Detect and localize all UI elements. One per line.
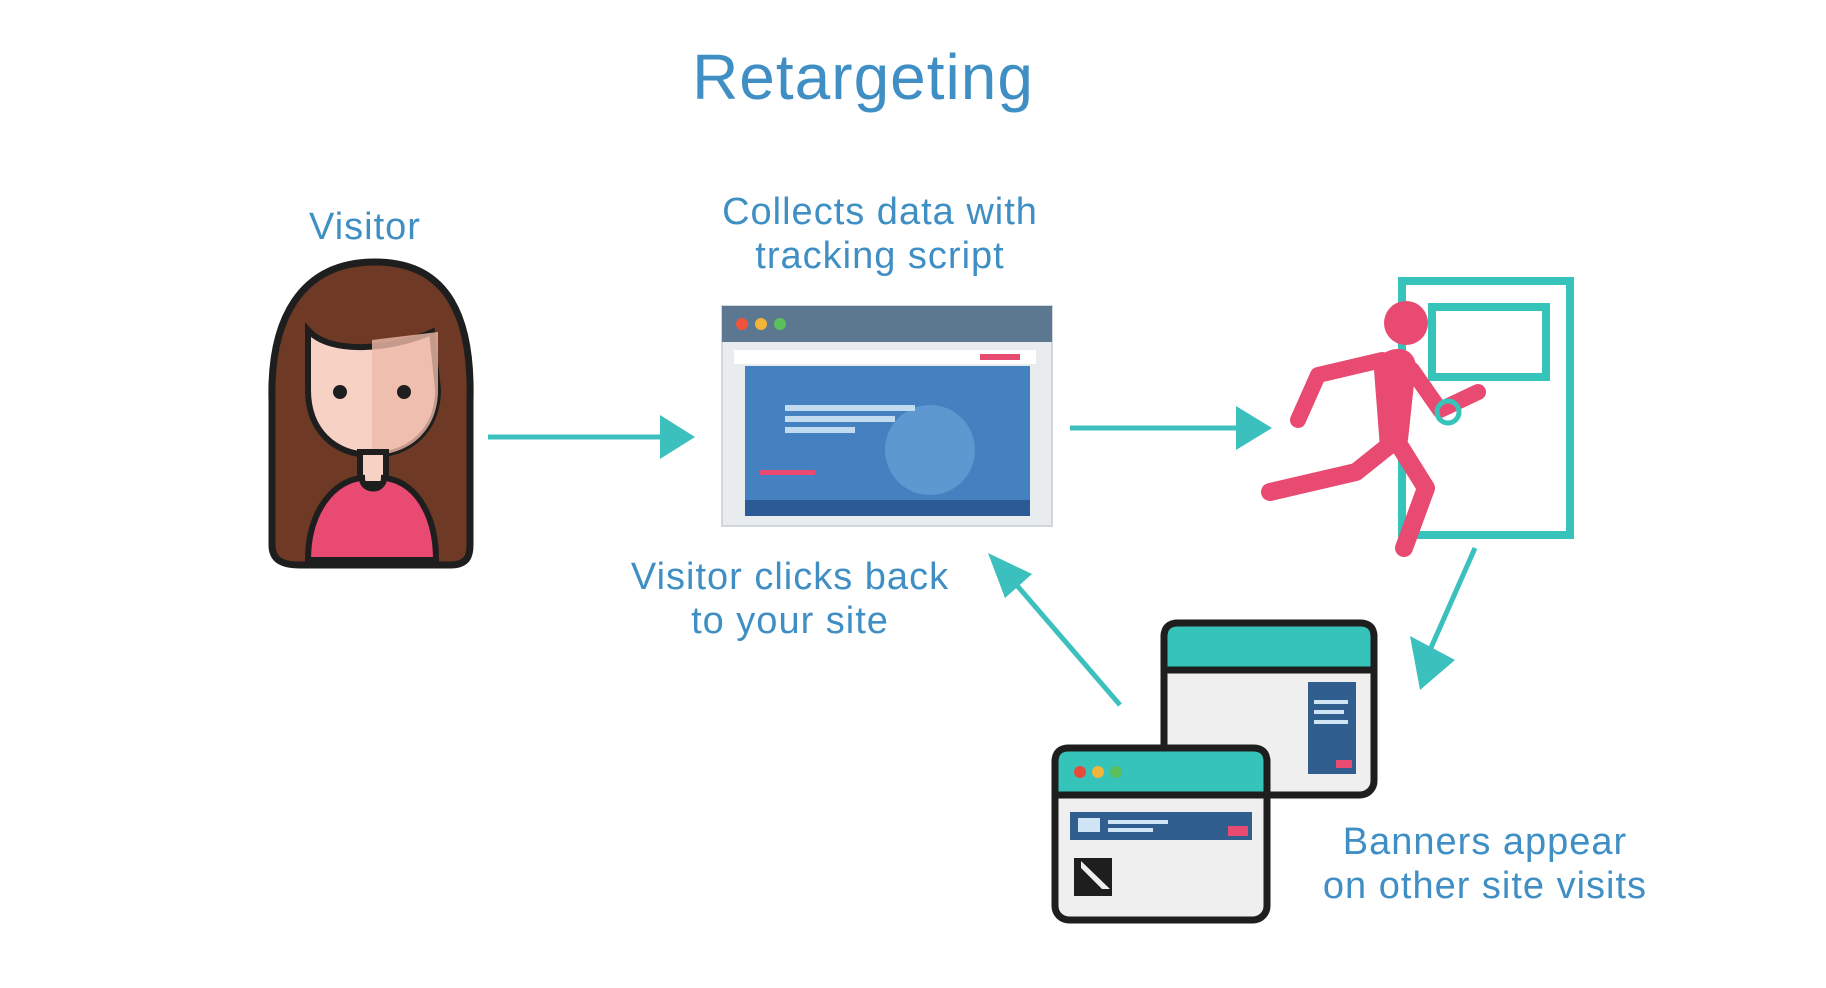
- front-browser-window: [1051, 744, 1271, 924]
- arrow-site-to-exit: [1070, 406, 1272, 450]
- collects-data-line-1: Collects data with: [722, 191, 1038, 233]
- arrow-visitor-to-site: [488, 415, 695, 459]
- arrow-exit-to-banners: [1410, 546, 1478, 690]
- woman-avatar-icon: [268, 258, 474, 569]
- browser-windows-with-ads-icon: [1051, 619, 1378, 924]
- browser-window-icon: [721, 305, 1053, 527]
- banners-appear-label: Banners appear on other site visits: [1290, 820, 1680, 908]
- diagram-title: Retargeting: [692, 41, 1034, 113]
- collects-data-label: Collects data with tracking script: [690, 190, 1070, 278]
- collects-data-line-2: tracking script: [755, 235, 1005, 277]
- running-person-exit-door-icon: [1261, 277, 1574, 557]
- banners-line-2: on other site visits: [1322, 865, 1648, 907]
- clicks-back-line-1: Visitor clicks back: [630, 556, 950, 598]
- banners-line-1: Banners appear: [1342, 821, 1628, 863]
- clicks-back-label: Visitor clicks back to your site: [615, 555, 965, 643]
- visitor-label: Visitor: [309, 206, 421, 248]
- arrow-banners-to-site: [988, 553, 1122, 707]
- clicks-back-line-2: to your site: [691, 600, 889, 642]
